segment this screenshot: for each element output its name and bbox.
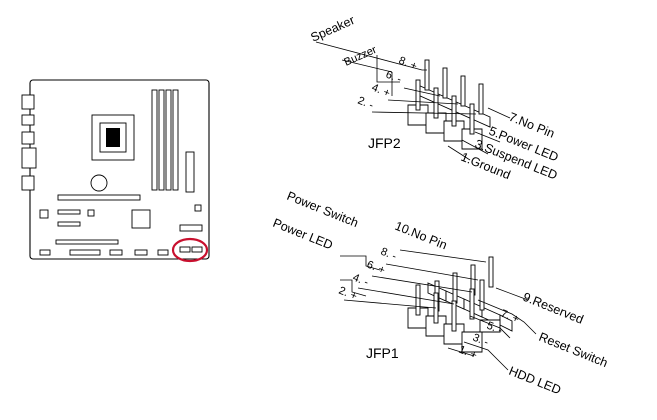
jfp2-pin5-line	[474, 131, 501, 143]
jfp2-pin3-line	[461, 139, 489, 155]
jfp1-pin-label-5: 5. -	[485, 320, 505, 337]
cpu-socket-core	[106, 128, 120, 147]
jfp2-pin-3	[451, 95, 457, 127]
header-2	[69, 249, 101, 256]
component-a	[39, 209, 49, 219]
board-outline	[29, 79, 210, 260]
jfp1-pin8-line	[385, 263, 479, 281]
jfp2-pin-2	[478, 83, 484, 115]
jfp1-pin5-line	[469, 315, 511, 339]
jfp2-pin-1	[469, 103, 475, 135]
jfp2-pin-4	[460, 75, 466, 107]
jfp2-pin6-line	[403, 87, 441, 97]
jfp1-power-led-bracket	[340, 279, 367, 297]
port-ps2	[21, 94, 35, 110]
pcie-slot-3	[57, 221, 81, 227]
jfp1-title: JFP1	[366, 345, 399, 361]
jfp2-pin7-line	[487, 107, 511, 119]
jfp2-front-housing-4	[461, 128, 483, 150]
jfp2-pin-7	[415, 79, 421, 111]
jfp1-pin1-line	[447, 347, 475, 357]
jfp2-pin-6	[442, 67, 448, 99]
jfp2-pin-label-6: 6. -	[384, 69, 404, 86]
jfp1-pin-label-10: 10.No Pin	[393, 219, 449, 253]
jfp1-pin-label-3: 3. -	[471, 332, 491, 349]
jfp2-pin-8	[424, 59, 430, 91]
jfp1-pin-4	[451, 300, 457, 332]
jfp2-pin4-line	[387, 99, 459, 105]
jfp1-power-led-label: Power LED	[271, 216, 335, 253]
jfp1-power-switch-bracket	[340, 255, 381, 271]
header-1	[39, 249, 51, 256]
port-audio	[21, 175, 35, 191]
jfp1-pin6-line	[371, 275, 473, 293]
header-3	[109, 249, 123, 256]
component-b	[87, 209, 95, 217]
header-5	[157, 249, 169, 256]
jfp2-speaker-label: Speaker	[309, 13, 357, 45]
port-usb	[21, 114, 35, 126]
fp-header-jfp1	[179, 246, 191, 253]
jfp2-pin1-line	[447, 145, 471, 161]
jfp1-pin-6	[469, 288, 475, 320]
highlight-circle	[171, 237, 209, 263]
jfp1-reset-switch-label: Reset Switch	[537, 330, 610, 370]
jfp1-front-housing-5	[479, 319, 501, 333]
fp-header-jfp2	[191, 246, 203, 253]
jfp1-pin2-line	[343, 299, 437, 309]
motherboard-illustration	[21, 79, 210, 263]
jfp1-pin-label-4: 4. -	[351, 272, 371, 289]
jfp2-connector: Speaker Buzzer 8. + 6. - 4. + 2. - 7.No …	[309, 13, 561, 183]
jfp1-reset-bracket	[477, 299, 537, 335]
pcie-slot-1	[57, 194, 141, 201]
jfp2-buzzer-label: Buzzer	[342, 44, 378, 69]
ram-slot-3	[165, 89, 172, 191]
jfp1-pin-5	[452, 272, 458, 304]
pci-slot	[55, 239, 119, 245]
cmos-battery	[90, 174, 108, 192]
header-4	[134, 249, 148, 256]
atx-power	[185, 151, 195, 193]
ram-slot-4	[172, 89, 179, 191]
jfp1-pin-label-2: 2. +	[337, 285, 359, 303]
jfp2-title: JFP2	[368, 135, 401, 151]
jfp1-pin-1	[415, 284, 421, 316]
ram-slot-1	[151, 89, 158, 191]
jfp1-pin10-line	[399, 249, 487, 263]
jfp1-pin-label-9: 9.Reserved	[521, 290, 586, 327]
component-c	[194, 204, 202, 212]
jfp1-pin9-line	[495, 287, 529, 301]
ram-slot-2	[158, 89, 165, 191]
jfp2-pin-label-8: 8. +	[397, 55, 419, 73]
port-lan	[21, 131, 35, 145]
jfp1-hdd-bracket	[463, 341, 509, 371]
chipset	[131, 209, 151, 229]
jfp1-pin-9	[488, 256, 494, 288]
jfp1-pin-label-6: 6. +	[365, 259, 387, 277]
jfp2-pin2-line	[371, 111, 477, 115]
jfp2-speaker-line	[315, 41, 427, 71]
port-vga	[21, 147, 37, 169]
jfp1-pin-8	[479, 279, 485, 311]
jfp2-pin-label-2: 2. -	[356, 95, 376, 112]
jfp1-connector: Power Switch Power LED 10.No Pin 8. - 6.…	[271, 189, 610, 398]
sata-ports	[179, 224, 203, 232]
jfp1-pin4-line	[357, 287, 455, 305]
jfp1-pin-label-8: 8. -	[379, 246, 399, 263]
pcie-slot-2	[57, 209, 81, 215]
jfp1-front-housing-4	[461, 331, 483, 353]
jfp1-hdd-led-label: HDD LED	[507, 364, 563, 398]
jfp2-buzzer-line	[341, 59, 393, 73]
jfp2-pin-label-4: 4. +	[370, 82, 392, 100]
